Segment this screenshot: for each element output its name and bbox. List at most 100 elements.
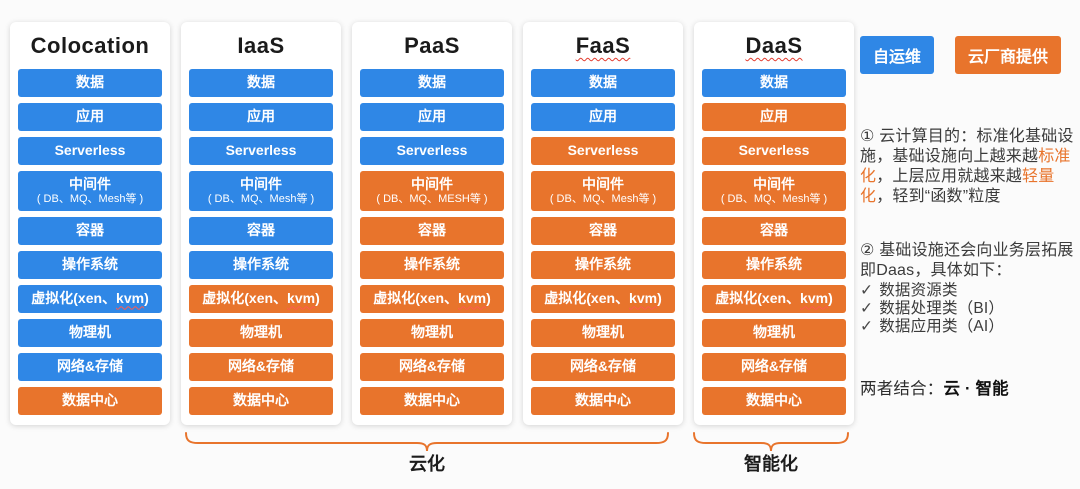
layer-label: 物理机 <box>69 324 111 341</box>
list-item-label: 数据应用类（AI） <box>879 318 1005 335</box>
layer-data: 数据 <box>702 69 846 97</box>
layer-label-part: ) <box>657 290 662 307</box>
layer-serverless: Serverless <box>18 137 162 165</box>
layer-app: 应用 <box>702 103 846 131</box>
layer-label: 应用 <box>76 108 104 125</box>
layer-label: 数据中心 <box>404 392 460 409</box>
layer-sublabel: ( DB、MQ、Mesh等 ) <box>720 192 828 205</box>
column-title-colocation: Colocation <box>30 33 150 58</box>
layer-label: 网络&存储 <box>227 358 295 375</box>
layer-physical-machine: 物理机 <box>531 319 675 347</box>
layer-label: 虚拟化(xen、kvm) <box>702 291 846 306</box>
layer-label: 数据 <box>247 74 275 91</box>
layer-middleware: 中间件( DB、MQ、MESH等 ) <box>360 171 504 211</box>
layer-datacenter: 数据中心 <box>189 387 333 415</box>
layer-data: 数据 <box>531 69 675 97</box>
layer-label: Serverless <box>225 142 297 159</box>
spellcheck-wavy-word: kvm <box>458 290 487 307</box>
layer-network-storage: 网络&存储 <box>189 353 333 381</box>
layer-container: 容器 <box>189 217 333 245</box>
layer-label: 数据中心 <box>575 392 631 409</box>
check-icon: ✓ <box>860 318 874 335</box>
layer-app: 应用 <box>189 103 333 131</box>
layer-virtualization: 虚拟化(xen、kvm) <box>360 285 504 313</box>
layer-label: 数据中心 <box>233 392 289 409</box>
layer-label: 数据 <box>418 74 446 91</box>
spellcheck-wavy-word: kvm <box>287 290 316 307</box>
layer-label: 中间件 <box>411 176 453 193</box>
layer-network-storage: 网络&存储 <box>531 353 675 381</box>
layer-sublabel: ( DB、MQ、Mesh等 ) <box>207 192 315 205</box>
layer-label: 虚拟化(xen、kvm) <box>360 291 504 306</box>
layer-app: 应用 <box>360 103 504 131</box>
layer-label: 操作系统 <box>746 256 802 273</box>
layer-app: 应用 <box>18 103 162 131</box>
layer-label: 数据 <box>760 74 788 91</box>
spellcheck-wavy-word: kvm <box>800 290 829 307</box>
layer-os: 操作系统 <box>189 251 333 279</box>
layer-label: 中间件 <box>582 176 624 193</box>
layer-network-storage: 网络&存储 <box>360 353 504 381</box>
layer-label: 网络&存储 <box>569 358 637 375</box>
braces-graphic <box>185 432 849 452</box>
note1-text: ① 云计算目的：标准化基础设施，基础设施向上越来越 <box>860 128 1074 165</box>
right-panel: 自运维 云厂商提供 ① 云计算目的：标准化基础设施，基础设施向上越来越标准化，上… <box>860 36 1078 399</box>
layer-label-part: ) <box>315 290 320 307</box>
layer-serverless: Serverless <box>189 137 333 165</box>
note-cloud-purpose: ① 云计算目的：标准化基础设施，基础设施向上越来越标准化，上层应用就越来越轻量化… <box>860 127 1078 207</box>
layer-label: 中间件 <box>753 176 795 193</box>
layer-virtualization: 虚拟化(xen、kvm) <box>702 285 846 313</box>
layer-label-part: 虚拟化(xen、 <box>715 290 801 307</box>
note1-text: ，上层应用就越来越 <box>876 168 1023 185</box>
layer-label: 虚拟化(xen、kvm) <box>531 291 675 306</box>
column-title-paas: PaaS <box>404 33 460 58</box>
column-title-iaas: IaaS <box>237 33 285 58</box>
layer-physical-machine: 物理机 <box>18 319 162 347</box>
layer-label: 容器 <box>760 222 788 239</box>
check-icon: ✓ <box>860 300 874 317</box>
layer-container: 容器 <box>531 217 675 245</box>
note3-bold: 云 · 智能 <box>943 380 1009 398</box>
layer-label: 网络&存储 <box>56 358 124 375</box>
layer-label: 物理机 <box>411 324 453 341</box>
layer-label: 操作系统 <box>233 256 289 273</box>
cloudization-brace <box>185 432 669 452</box>
layer-container: 容器 <box>702 217 846 245</box>
intelligence-label: 智能化 <box>744 454 798 474</box>
legend-vendor-chip: 云厂商提供 <box>955 36 1062 74</box>
cloudization-label: 云化 <box>409 454 445 474</box>
column-title-daas: DaaS <box>745 33 803 58</box>
layer-data: 数据 <box>18 69 162 97</box>
layer-label: 应用 <box>418 108 446 125</box>
layer-label-part: 虚拟化(xen、 <box>373 290 459 307</box>
layer-label: 物理机 <box>582 324 624 341</box>
layer-label: 应用 <box>760 108 788 125</box>
layer-serverless: Serverless <box>531 137 675 165</box>
list-item-label: 数据资源类 <box>879 282 958 299</box>
note3-prefix: 两者结合： <box>860 380 944 398</box>
layer-label: 容器 <box>247 222 275 239</box>
layer-middleware: 中间件( DB、MQ、Mesh等 ) <box>189 171 333 211</box>
legend: 自运维 云厂商提供 <box>860 36 1078 74</box>
spellcheck-wavy-word: kvm <box>116 290 145 307</box>
layer-physical-machine: 物理机 <box>189 319 333 347</box>
layer-sublabel: ( DB、MQ、Mesh等 ) <box>549 192 657 205</box>
layer-label-part: 虚拟化(xen、 <box>31 290 117 307</box>
layer-label: 操作系统 <box>404 256 460 273</box>
note-daas-expansion: ② 基础设施还会向业务层拓展即Daas，具体如下： ✓ 数据资源类 ✓ 数据处理… <box>860 241 1078 335</box>
layer-label: 容器 <box>589 222 617 239</box>
check-icon: ✓ <box>860 282 874 299</box>
layer-os: 操作系统 <box>360 251 504 279</box>
layer-data: 数据 <box>360 69 504 97</box>
layer-label: 中间件 <box>240 176 282 193</box>
